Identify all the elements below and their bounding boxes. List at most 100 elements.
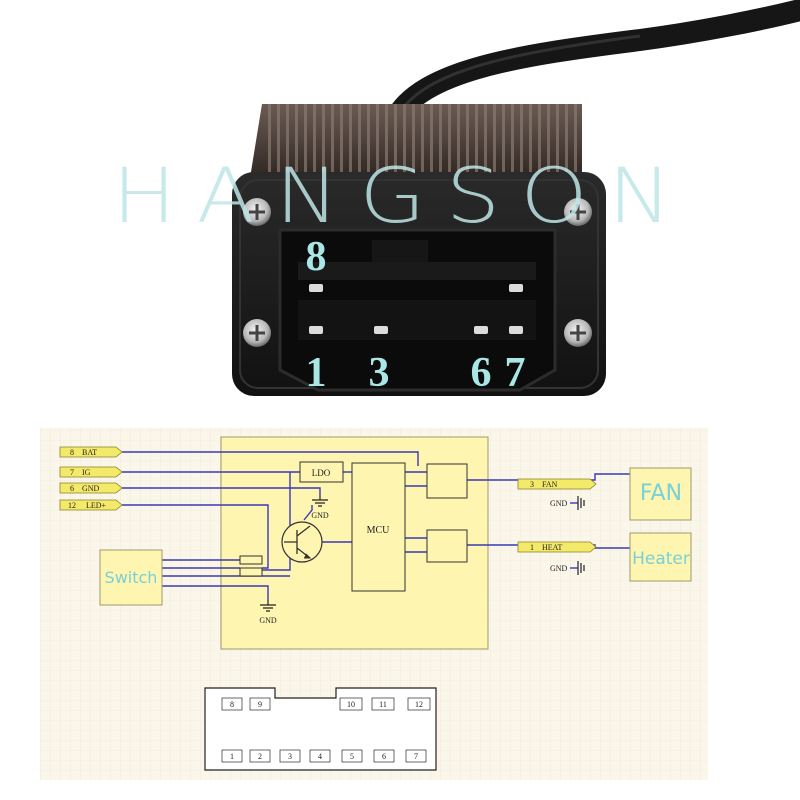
switch-label: Switch [105,568,158,587]
ldo-block [299,461,344,483]
terminal-pin [474,326,488,334]
heatsink-fin [493,104,496,174]
screw-icon [564,319,592,347]
heatsink-fin [340,104,343,174]
heatsink-fin [304,104,307,174]
pin-tag [517,541,597,553]
heatsink-fin [421,104,424,174]
connector-pin: 4 [318,752,322,761]
pin-tag-num: 12 [68,501,76,510]
heatsink-fin [466,104,469,174]
mcu-block [351,462,406,592]
pin-label-6: 6 [471,350,492,396]
heater-label: Heater [632,549,690,569]
heatsink-fin [547,104,550,174]
connector-bottom-row: 1 2 3 4 5 6 7 [221,749,427,763]
pin-tag-num: 3 [530,480,534,489]
heatsink-fin [367,104,370,174]
watermark: HANGSON [112,151,692,240]
pin-label-1: 1 [306,350,327,396]
heatsink-fin [538,104,541,174]
terminal-pin [509,326,523,334]
pin-tag-name: FAN [542,480,558,489]
terminal-pin [309,326,323,334]
pin-tag-name: LED+ [86,501,107,510]
heatsink-fin [385,104,388,174]
connector-cavity [278,228,557,392]
connector-pin: 11 [379,700,387,709]
pin-label-3: 3 [369,350,390,396]
heatsink-fin [574,104,577,174]
pin-tag-num: 8 [70,448,74,457]
heatsink-fin [511,104,514,174]
connector-pin: 5 [350,752,354,761]
heatsink-fin [556,104,559,174]
screw-icon [564,198,592,226]
heatsink-fin [529,104,532,174]
connector-pin: 2 [258,752,262,761]
heatsink-fin [277,104,280,174]
terminal-pin [309,284,323,292]
connector-pin: 9 [258,700,262,709]
connector-pin: 8 [230,700,234,709]
connector-pin: 6 [382,752,386,761]
pin-tag-num: 7 [70,468,74,477]
heatsink-fin [322,104,325,174]
connector-pin: 1 [230,752,234,761]
pin-tag-name: IG [82,468,91,477]
connector-pinout: 8 9 10 11 12 1 2 3 4 5 [204,687,437,771]
gnd-label: GND [550,564,568,573]
heatsink-fin [457,104,460,174]
pin-tag [59,499,123,511]
heatsink-fin [448,104,451,174]
ground-icon [577,496,585,510]
terminal-pin [374,326,388,334]
gnd-label: GND [259,616,277,625]
pin-tag-name: BAT [82,448,97,457]
pin-tag-num: 1 [530,543,534,552]
fan-driver-block [426,463,468,499]
connector-pin: 3 [288,752,292,761]
fan-label: FAN [640,481,682,506]
resistor-icon [239,567,263,577]
heatsink-fin [412,104,415,174]
ldo-label: LDO [312,468,331,478]
heat-driver-block [426,529,468,563]
connector-pin: 12 [415,700,423,709]
heatsink-fin [520,104,523,174]
heatsink-fin [430,104,433,174]
wiring-schematic: LDO MCU GND GND 8 BAT 7 [40,428,708,780]
pin-tag-name: HEAT [542,543,563,552]
pin-tag-num: 6 [70,484,74,493]
heatsink-fin [331,104,334,174]
heatsink-top [250,104,582,178]
heatsink-fin [286,104,289,174]
terminal-pins [309,284,523,334]
heater-box [629,532,692,582]
ground-icon [312,495,328,507]
pin-tag-name: GND [82,484,100,493]
heatsink-fin [484,104,487,174]
right-pin-tags: 3 FAN 1 HEAT [517,478,597,553]
heatsink-fin [376,104,379,174]
left-pin-tags: 8 BAT 7 IG 6 GND 12 LED+ [59,446,123,511]
ground-icon [260,600,276,612]
mcu-label: MCU [367,525,391,536]
pin-tag [59,482,123,494]
connector-pin: 7 [414,752,418,761]
terminal-pin [509,284,523,292]
screw-icon [243,198,271,226]
fan-box [629,467,692,521]
screw-icon [243,319,271,347]
connector-top-row: 8 9 10 11 12 [221,697,431,711]
transistor-icon [281,521,323,563]
heatsink-fin [403,104,406,174]
heatsink-fin [268,104,271,174]
pin-label-7: 7 [505,350,526,396]
heatsink-fin [565,104,568,174]
heatsink-fin [349,104,352,174]
product-photo: HANGSON 8 1 3 6 7 [112,0,800,396]
pin-number-overlays: 8 1 3 6 7 [306,234,526,396]
pin-label-8: 8 [306,234,327,280]
heatsink-fin [358,104,361,174]
